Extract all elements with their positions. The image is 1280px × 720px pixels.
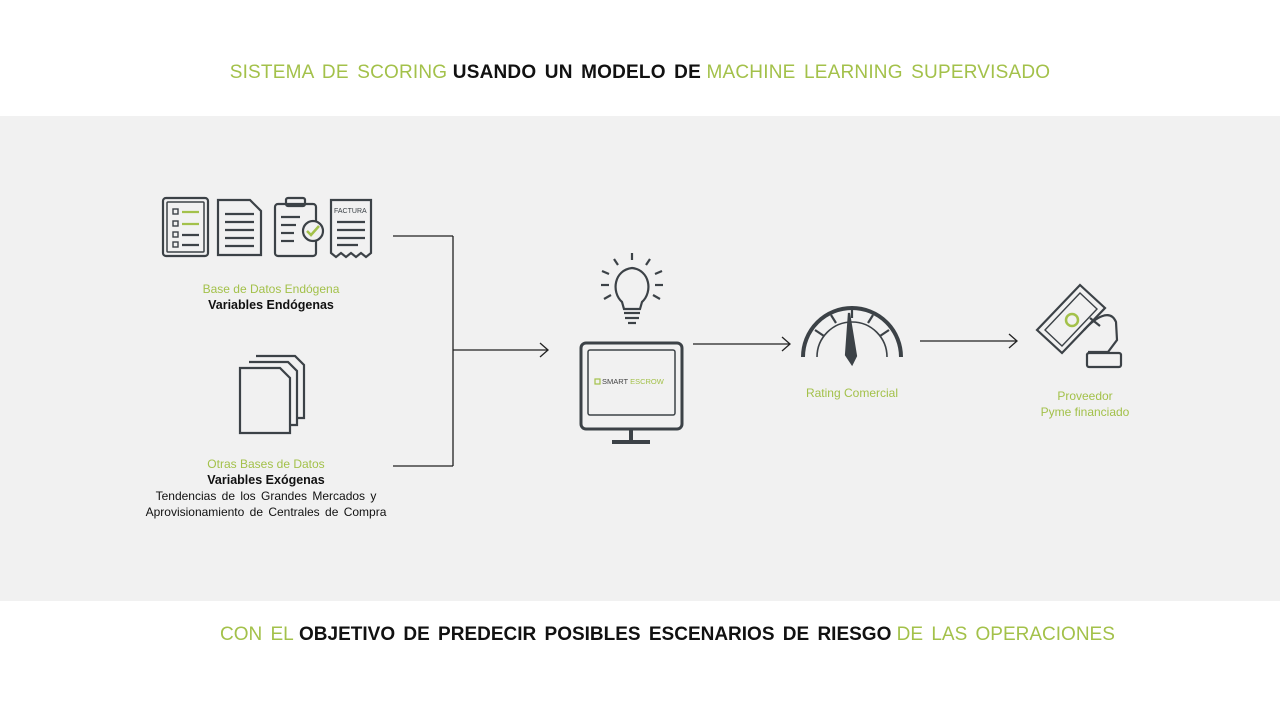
exogenous-line-1: Tendencias de los Grandes Mercados y bbox=[155, 489, 377, 503]
merge-connector bbox=[393, 235, 549, 467]
hand-money-icon bbox=[1035, 283, 1123, 369]
footer-part-1: CON EL bbox=[220, 624, 294, 645]
clipboard-check-icon bbox=[273, 196, 325, 258]
exogenous-variables: Variables Exógenas bbox=[207, 473, 325, 487]
page-title: SISTEMA DE SCORING USANDO UN MODELO DE M… bbox=[0, 62, 1280, 92]
stacked-documents-icon bbox=[238, 354, 306, 435]
exogenous-source: Otras Bases de Datos bbox=[207, 457, 325, 471]
endogenous-label: Base de Datos Endógena Variables Endógen… bbox=[171, 281, 371, 313]
light-bulb-icon bbox=[601, 253, 663, 325]
footer-part-3: DE LAS OPERACIONES bbox=[896, 624, 1115, 645]
monitor-brand-escrow: ESCROW bbox=[630, 377, 665, 386]
footer-statement: CON EL OBJETIVO DE PREDECIR POSIBLES ESC… bbox=[220, 624, 1115, 654]
arrow-to-supplier bbox=[920, 333, 1018, 349]
endogenous-variables: Variables Endógenas bbox=[208, 298, 334, 312]
supplier-label: Proveedor Pyme financiado bbox=[1015, 388, 1155, 420]
supplier-line-2: Pyme financiado bbox=[1040, 405, 1130, 419]
clipboard-checklist-icon bbox=[161, 196, 210, 258]
monitor-brand-smart: SMART bbox=[602, 377, 629, 386]
endogenous-source: Base de Datos Endógena bbox=[202, 282, 340, 296]
exogenous-label: Otras Bases de Datos Variables Exógenas … bbox=[126, 456, 406, 520]
diagram-panel bbox=[0, 116, 1280, 601]
invoice-icon bbox=[329, 198, 373, 259]
title-part-3: MACHINE LEARNING SUPERVISADO bbox=[706, 62, 1051, 83]
document-icon bbox=[216, 198, 263, 257]
monitor-brand: SMART ESCROW bbox=[602, 377, 665, 386]
title-part-1: SISTEMA DE SCORING bbox=[229, 62, 448, 83]
supplier-line-1: Proveedor bbox=[1057, 389, 1113, 403]
footer-part-2: OBJETIVO DE PREDECIR POSIBLES ESCENARIOS… bbox=[299, 624, 892, 645]
exogenous-line-2: Aprovisionamiento de Centrales de Compra bbox=[145, 505, 387, 519]
arrow-to-rating bbox=[693, 336, 791, 352]
gauge-icon bbox=[801, 306, 903, 367]
title-part-2: USANDO UN MODELO DE bbox=[452, 62, 701, 83]
monitor-icon bbox=[579, 341, 684, 444]
invoice-tag: FACTURA bbox=[334, 208, 367, 215]
rating-text: Rating Comercial bbox=[805, 386, 899, 400]
rating-label: Rating Comercial bbox=[782, 385, 922, 401]
